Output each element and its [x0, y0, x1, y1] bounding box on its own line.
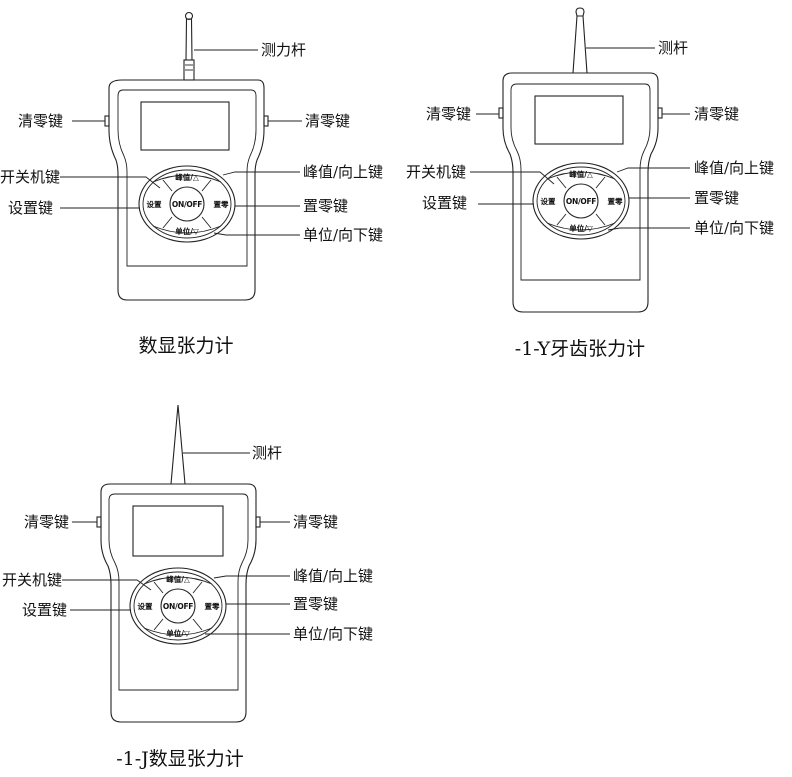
device-3-label-zero: 置零键: [293, 595, 338, 613]
device-3-label-rod: 测杆: [252, 444, 282, 462]
device-2-leader-lines: [470, 47, 690, 231]
device-1-keypad: ON/OFF 峰值/△ 设置 置零 单位/▽: [138, 165, 236, 243]
device-3-reset-key-left[interactable]: [96, 516, 102, 528]
device-1-power-button-label: ON/OFF: [172, 200, 202, 209]
device-1-label-rod: 测力杆: [261, 41, 306, 59]
device-1-label-reset-right: 清零键: [305, 112, 350, 130]
device-2-label-reset-left: 清零键: [426, 105, 471, 123]
device-3-power-button-label: ON/OFF: [163, 602, 193, 611]
device-2-zero-button[interactable]: 置零: [608, 196, 623, 206]
device-3-power-button[interactable]: [160, 588, 196, 624]
device-1-label-reset-left: 清零键: [18, 112, 63, 130]
device-3-digital-tension-meter: ON/OFF 峰值/△ 设置 置零 单位/▽ 测杆 清零键 清零键 开关机键 设…: [2, 404, 373, 770]
device-2-label-peak-up: 峰值/向上键: [694, 159, 774, 177]
device-1-power-button[interactable]: [169, 186, 205, 222]
device-3-screen: [132, 505, 224, 557]
device-1-body: [108, 79, 265, 301]
device-3-setting-button[interactable]: 设置: [138, 601, 153, 611]
device-1-caption: 数显张力计: [138, 335, 233, 357]
device-2-label-reset-right: 清零键: [694, 105, 739, 123]
device-2-body: [502, 72, 659, 313]
device-1-label-power: 开关机键: [0, 168, 60, 186]
device-2-label-zero: 置零键: [694, 189, 739, 207]
device-1-reset-key-left[interactable]: [104, 115, 110, 127]
device-3-body: [100, 483, 257, 723]
device-3-rod: [170, 404, 186, 485]
device-3-label-unit-down: 单位/向下键: [293, 625, 373, 643]
device-3-label-power: 开关机键: [2, 571, 62, 589]
device-2-power-button[interactable]: [563, 183, 599, 219]
device-2-peak-up-button[interactable]: 峰值/△: [569, 169, 593, 179]
device-1-unit-down-button[interactable]: 单位/▽: [175, 226, 199, 236]
device-3-label-setting: 设置键: [22, 601, 67, 619]
device-3-unit-down-button[interactable]: 单位/▽: [166, 628, 190, 638]
device-3-keypad: ON/OFF 峰值/△ 设置 置零 单位/▽: [129, 567, 227, 645]
device-2-tooth-tension-meter: ON/OFF 峰值/△ 设置 置零 单位/▽ 测杆 清零键 清零键 开关机键 设…: [406, 7, 774, 360]
device-2-reset-key-left[interactable]: [498, 107, 504, 119]
device-2-power-button-label: ON/OFF: [566, 197, 596, 206]
device-3-zero-button[interactable]: 置零: [205, 601, 220, 611]
device-2-reset-key-right[interactable]: [657, 107, 663, 119]
device-2-screen: [534, 95, 624, 145]
device-1-leader-lines: [60, 49, 302, 236]
device-2-setting-button[interactable]: 设置: [541, 196, 556, 206]
device-2-caption: -1-Y牙齿张力计: [515, 338, 645, 360]
device-3-caption: -1-J数显张力计: [116, 748, 244, 770]
device-2-label-setting: 设置键: [422, 194, 467, 212]
device-1-label-unit-down: 单位/向下键: [303, 226, 383, 244]
device-1-label-zero: 置零键: [303, 197, 348, 215]
device-1-force-rod: [183, 11, 195, 81]
device-3-leader-lines: [62, 452, 290, 635]
device-1-label-peak-up: 峰值/向上键: [303, 163, 383, 181]
device-3-peak-up-button[interactable]: 峰值/△: [166, 574, 190, 584]
device-3-label-peak-up: 峰值/向上键: [293, 567, 373, 585]
device-1-reset-key-right[interactable]: [263, 115, 269, 127]
device-2-keypad: ON/OFF 峰值/△ 设置 置零 单位/▽: [532, 162, 630, 240]
device-2-label-unit-down: 单位/向下键: [694, 219, 774, 237]
device-3-reset-key-right[interactable]: [255, 516, 261, 528]
device-1-screen: [140, 101, 230, 151]
device-1-zero-button[interactable]: 置零: [214, 199, 229, 209]
device-1-peak-up-button[interactable]: 峰值/△: [175, 172, 199, 182]
device-1-digital-tension-meter: ON/OFF 峰值/△ 设置 置零 单位/▽ 测力杆 清零键 清零键 开关机键 …: [0, 11, 383, 357]
device-1-setting-button[interactable]: 设置: [147, 199, 162, 209]
device-2-rod: [572, 7, 588, 74]
device-1-label-setting: 设置键: [8, 199, 53, 217]
device-3-label-reset-right: 清零键: [293, 513, 338, 531]
device-2-label-power: 开关机键: [406, 163, 466, 181]
device-2-label-rod: 测杆: [658, 39, 688, 57]
device-2-unit-down-button[interactable]: 单位/▽: [569, 223, 593, 233]
device-3-label-reset-left: 清零键: [24, 513, 69, 531]
